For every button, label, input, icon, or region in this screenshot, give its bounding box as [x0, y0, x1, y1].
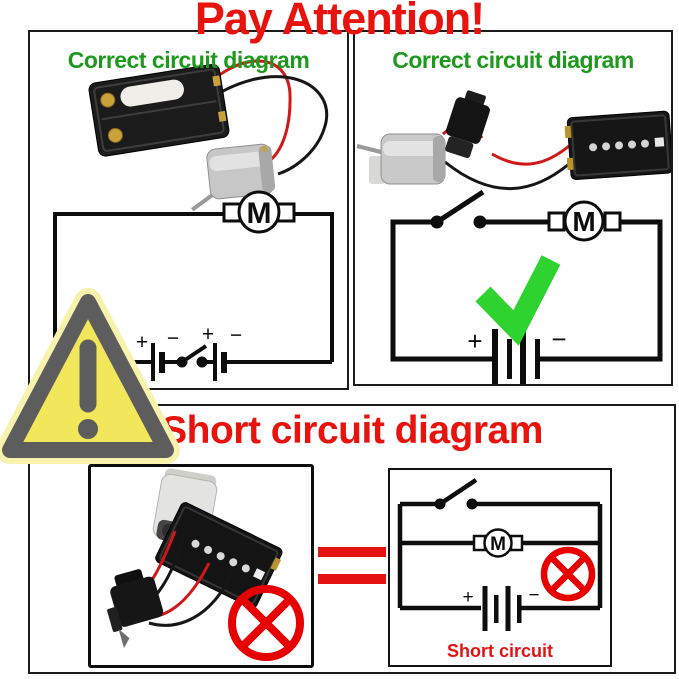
switch-symbol: [430, 189, 487, 229]
battery-minus-label: −: [551, 324, 566, 354]
short-photo-art: [107, 468, 304, 661]
prohibited-icon: [540, 546, 596, 602]
switch-symbol: [434, 478, 478, 510]
motor-label: M: [247, 197, 272, 230]
motor-symbol: M: [547, 200, 622, 242]
battery-symbol-2: + −: [202, 323, 242, 381]
prohibited-icon: [228, 585, 304, 661]
battery-holder-photo: [155, 502, 283, 609]
battery-symbol-1: + −: [136, 327, 179, 381]
switch-photo: [107, 569, 164, 649]
correct-left-title: Correct circuit diagram: [67, 47, 310, 73]
motor-label: M: [490, 534, 506, 555]
battery-plus-label: +: [202, 323, 214, 346]
correct-right-art: M + −: [356, 90, 671, 384]
short-circuit-caption: Short circuit: [446, 641, 553, 661]
battery-minus-label: −: [167, 327, 179, 350]
motor-photo: [190, 143, 276, 212]
battery-minus-label: −: [230, 324, 242, 347]
warning-icon: [0, 288, 180, 464]
battery-symbol: + −: [467, 324, 567, 384]
correct-right-schematic: M + −: [390, 189, 663, 384]
exclamation-icon: [78, 339, 98, 439]
panel-correct-right: M + − Correct circuit diagram: [353, 30, 673, 386]
equals-bar: [318, 547, 386, 557]
photo-battery-holder-and-motor: [88, 59, 329, 212]
battery-plus-label: +: [467, 326, 482, 356]
battery-holder-photo: [564, 110, 671, 181]
page-title: Pay Attention!: [194, 0, 485, 44]
battery-minus-label: −: [528, 585, 539, 606]
short-circuit-schematic: M + −: [397, 478, 603, 631]
motor-label: M: [572, 206, 595, 237]
correct-left-art: M + − +: [53, 59, 334, 381]
equals-bar: [318, 574, 386, 584]
switch-photo: [445, 90, 490, 159]
battery-holder-photo: [88, 63, 230, 157]
correct-right-title: Correct circuit diagram: [392, 47, 634, 73]
panel-short-photo: [88, 464, 314, 668]
motor-photo: [356, 133, 446, 185]
motor-symbol: M: [222, 190, 296, 234]
battery-symbol: + −: [462, 585, 540, 631]
short-schematic-art: M + −: [397, 478, 603, 631]
check-icon: [475, 255, 561, 346]
equals-sign: [318, 547, 386, 584]
photo-short-circuit-parts: [107, 468, 283, 649]
short-circuit-title: Short circuit diagram: [161, 409, 543, 452]
battery-plus-label: +: [462, 587, 473, 608]
photo-motor-switch-battery: [356, 90, 671, 191]
battery-plus-label: +: [136, 331, 148, 354]
switch-symbol: [176, 344, 208, 368]
motor-symbol: M: [472, 528, 524, 558]
panel-short-schematic: M + − Short circuit: [388, 468, 612, 667]
